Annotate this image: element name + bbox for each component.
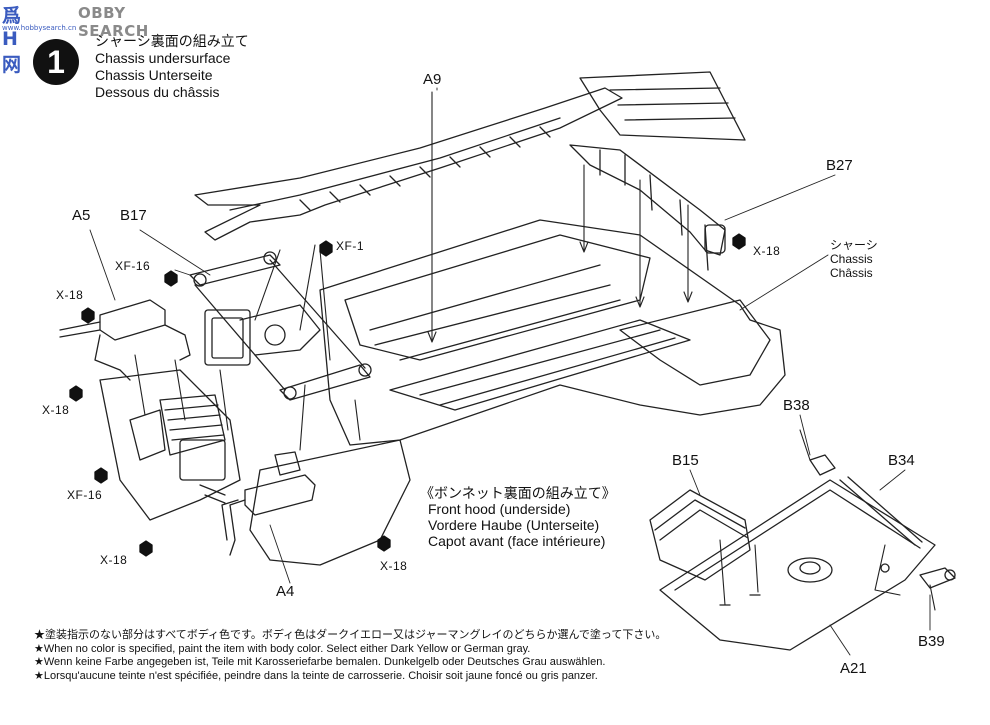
watermark-site: OBBY SEARCH: [78, 4, 149, 40]
hex-screw-icon: [164, 270, 178, 287]
label-xf16-top: XF-16: [115, 259, 151, 273]
label-a4: A4: [276, 583, 295, 600]
step-title-jp: シャーシ裏面の組み立て: [95, 33, 249, 49]
note-de: ★Wenn keine Farbe angegeben ist, Teile m…: [34, 656, 606, 668]
label-x18-left-top: X-18: [56, 288, 84, 302]
chassis-label: シャーシ Chassis Châssis: [830, 238, 878, 280]
part-a21-hood: [659, 479, 936, 651]
label-b27: B27: [826, 157, 853, 174]
label-a5: A5: [72, 207, 91, 224]
part-b39-hinge: [919, 567, 956, 589]
step-title-de: Chassis Unterseite: [95, 67, 213, 83]
part-a4-muffler: [199, 451, 316, 556]
hex-screw-icon: [94, 467, 108, 484]
hex-screw-icon: [69, 385, 83, 402]
hood-title-fr: Capot avant (face intérieure): [428, 533, 606, 549]
hex-screw-icon: [319, 240, 333, 257]
step-number-badge: 1: [33, 39, 79, 85]
label-x18-bottom-left: X-18: [100, 553, 128, 567]
part-a9-frame-rail: [194, 71, 746, 241]
hood-title-de: Vordere Haube (Unterseite): [428, 517, 600, 533]
chassis-label-fr: Châssis: [830, 266, 873, 280]
painting-notes: ★塗装指示のない部分はすべてボディ色です。ボディ色はダークイエロー又はジャーマン…: [34, 629, 666, 683]
watermark-logo: 爲H网: [2, 5, 21, 76]
part-b15-pad: [649, 489, 751, 581]
step-title-fr: Dessous du châssis: [95, 84, 220, 100]
screw-hex-icons: [69, 233, 746, 557]
note-jp: ★塗装指示のない部分はすべてボディ色です。ボディ色はダークイエロー又はジャーマン…: [34, 629, 667, 641]
chassis-label-jp: シャーシ: [830, 238, 878, 252]
hood-title-jp: 《ボンネット裏面の組み立て》: [420, 485, 616, 501]
label-x18-left-mid: X-18: [42, 403, 70, 417]
label-b15: B15: [672, 452, 699, 469]
label-b38: B38: [783, 397, 810, 414]
hex-screw-icon: [139, 540, 153, 557]
leader-lines: [89, 87, 931, 656]
part-b27-bracket: [569, 144, 726, 271]
assembly-arrows: [134, 91, 936, 611]
label-b17: B17: [120, 207, 147, 224]
part-b34-rod: [809, 454, 923, 546]
label-x18-bottom-center: X-18: [380, 559, 408, 573]
chassis-label-en: Chassis: [830, 252, 873, 266]
part-b17-engine-frame: [189, 251, 372, 401]
engine-block: [99, 369, 241, 521]
label-a9: A9: [423, 71, 442, 88]
watermark-url: www.hobbysearch.cn: [2, 24, 77, 32]
part-a5-muffler: [59, 299, 191, 381]
label-b34: B34: [888, 452, 915, 469]
hex-screw-icon: [732, 233, 746, 250]
note-en: ★When no color is specified, paint the i…: [34, 642, 531, 655]
label-b39: B39: [918, 633, 945, 650]
hood-caption: 《ボンネット裏面の組み立て》 Front hood (underside) Vo…: [420, 485, 616, 549]
label-xf16-bottom: XF-16: [67, 488, 103, 502]
note-fr: ★Lorsqu'aucune teinte n'est spécifiée, p…: [34, 669, 598, 682]
step-title-en: Chassis undersurface: [95, 50, 231, 66]
hood-title-en: Front hood (underside): [428, 501, 571, 517]
label-x18-right: X-18: [753, 244, 781, 258]
label-a21: A21: [840, 660, 867, 677]
label-xf1: XF-1: [336, 239, 365, 253]
step-title: シャーシ裏面の組み立て Chassis undersurface Chassis…: [95, 33, 249, 101]
hex-screw-icon: [81, 307, 95, 324]
hex-screw-icon: [377, 535, 391, 552]
